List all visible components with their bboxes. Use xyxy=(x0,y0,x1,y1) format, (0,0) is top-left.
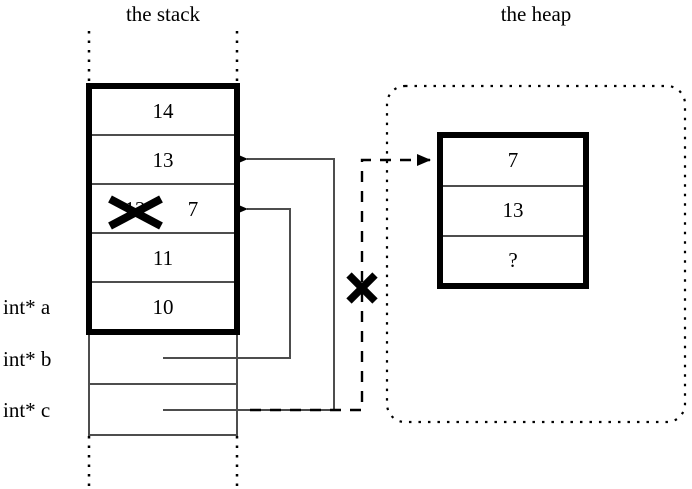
stack-cell-value-1: 13 xyxy=(152,148,174,172)
variable-label-c: int* c xyxy=(3,398,51,422)
stack-cell-value-4: 10 xyxy=(152,295,174,319)
variable-label-b: int* b xyxy=(3,347,52,371)
stack-cell-value-3: 11 xyxy=(152,246,174,270)
stack-title: the stack xyxy=(125,2,201,26)
stack-values-box xyxy=(86,83,240,335)
variable-label-a: int* a xyxy=(3,295,51,319)
heap-cell-value-1: 13 xyxy=(502,198,524,222)
heap-cell-value-0: 7 xyxy=(507,148,519,172)
stack-cell-value-2-new: 7 xyxy=(187,197,199,221)
heap-title: the heap xyxy=(500,2,572,26)
pointer-c-arrow xyxy=(163,153,335,411)
heap-block-box xyxy=(437,132,589,289)
stack-value-crossout-icon xyxy=(108,195,163,230)
heap-cell-value-2: ? xyxy=(508,248,518,272)
stack-cell-value-2-old: 12 xyxy=(124,197,146,221)
stack-cell-value-0: 14 xyxy=(152,99,174,123)
pointer-b-arrow xyxy=(163,203,291,359)
stack-pointer-slots-box xyxy=(88,331,238,436)
heap-arrow xyxy=(250,154,431,412)
heap-pointer-crossout-icon xyxy=(346,272,378,304)
